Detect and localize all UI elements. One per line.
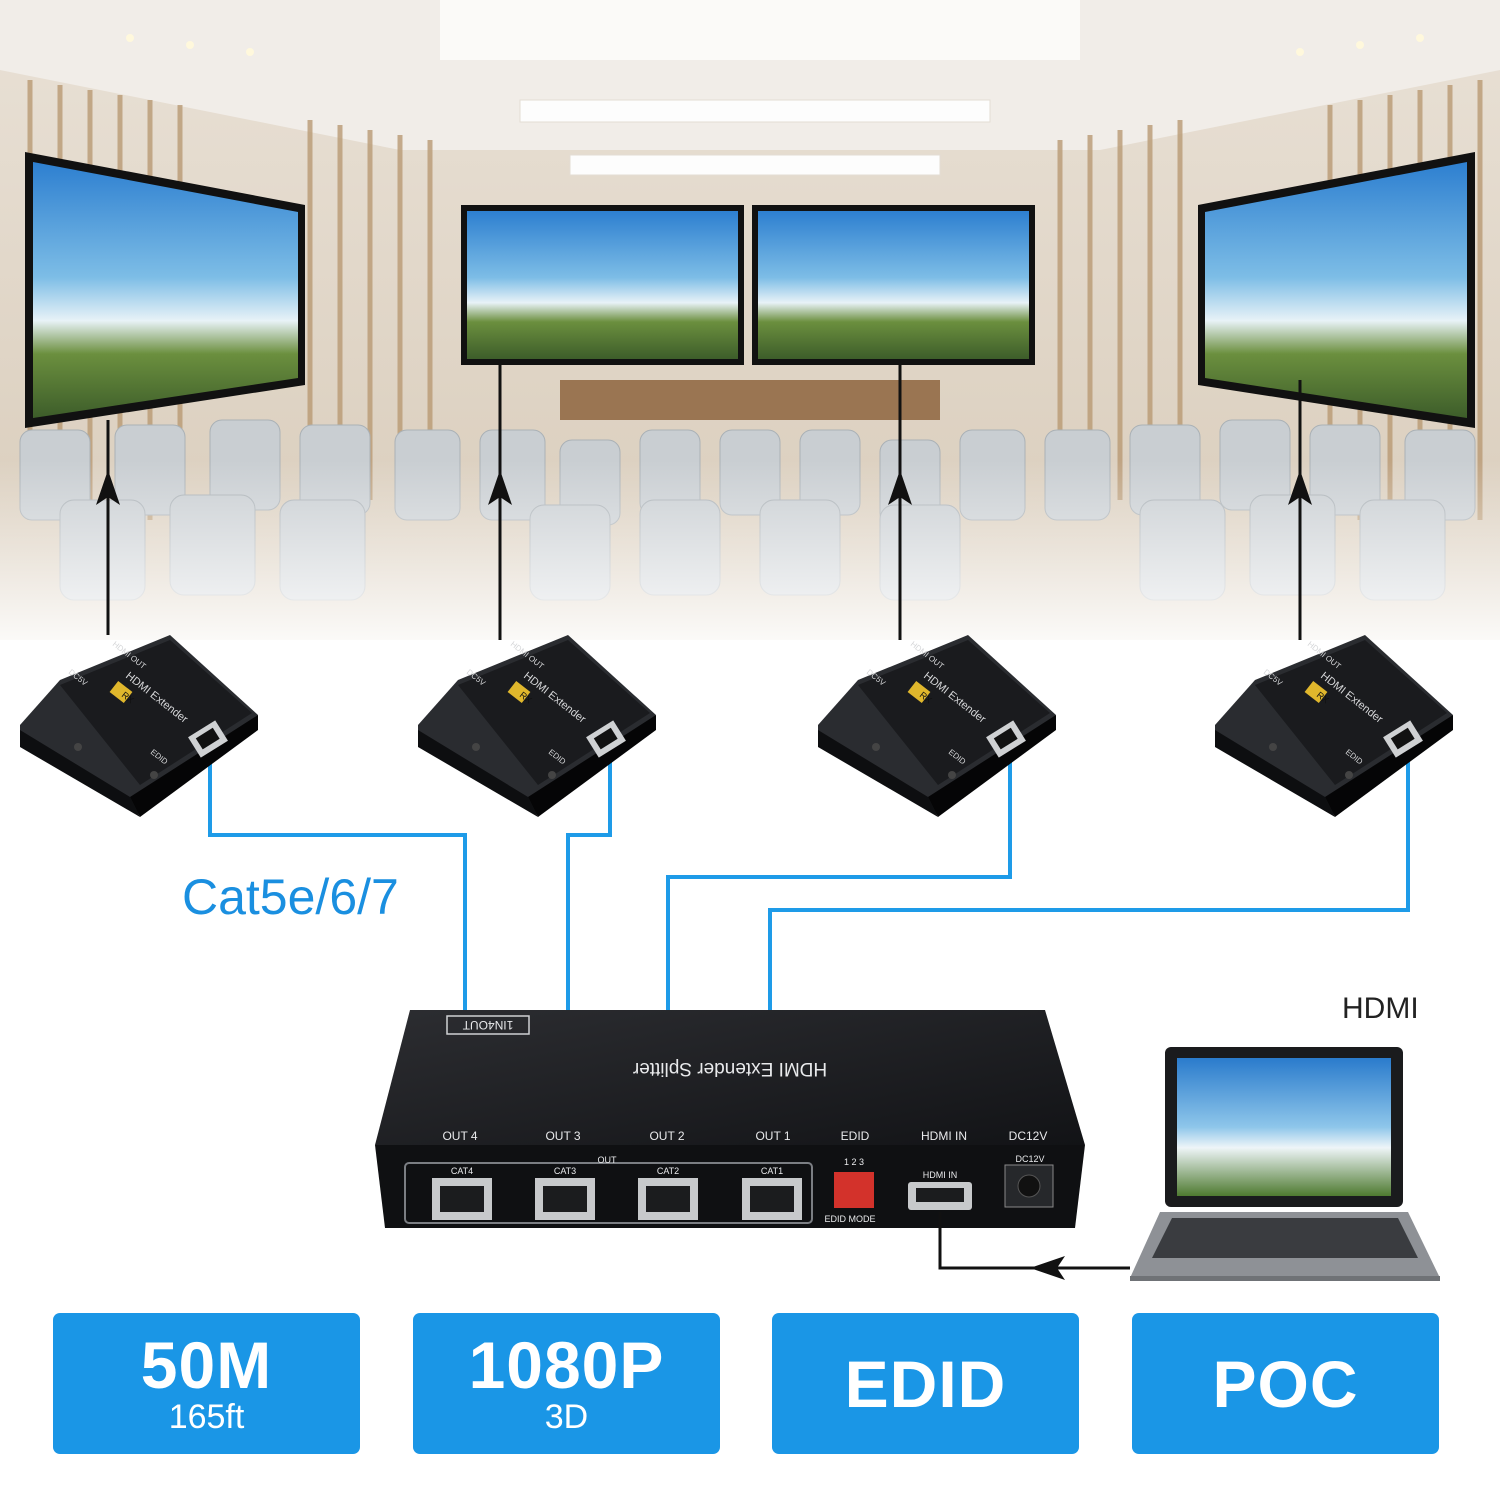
tv-center-right [752,205,1035,365]
feature-badge-distance: 50M 165ft [53,1313,360,1454]
top-port-edid: EDID [841,1129,870,1143]
port-frame [404,1162,813,1224]
out-tag: OUT [598,1155,618,1165]
top-port-out1: OUT 1 [755,1129,790,1143]
cable-type-label: Cat5e/6/7 [182,869,399,925]
source-hdmi-label: HDMI [1342,992,1419,1025]
feature-badge-edid: EDID [772,1313,1079,1454]
top-port-dc: DC12V [1009,1129,1048,1143]
badge-main: 1080P [468,1327,665,1402]
badge-sub: 165ft [168,1397,245,1436]
hdmi-arrows [96,470,1312,505]
feature-badge-poc: POC [1132,1313,1439,1454]
front-port-cat3: CAT3 [554,1166,576,1176]
feature-badge-resolution: 1080P 3D [413,1313,720,1454]
edid-dip-switch [834,1172,874,1208]
top-port-out3: OUT 3 [545,1129,580,1143]
front-port-cat4: CAT4 [451,1166,473,1176]
badge-main: EDID [844,1346,1007,1421]
tv-right [1198,152,1475,428]
source-hdmi-link [938,1212,1130,1270]
splitter-badge: 1IN4OUT [462,1018,513,1032]
hdmi-links [106,365,1302,640]
badge-sub: 3D [544,1397,589,1436]
front-port-cat2: CAT2 [657,1166,679,1176]
badge-main: POC [1212,1346,1359,1421]
source-arrow [1030,1256,1065,1280]
top-port-out4: OUT 4 [442,1129,477,1143]
top-port-out2: OUT 2 [649,1129,684,1143]
splitter-ports [432,1164,1054,1220]
hdmi-in-label: HDMI IN [923,1170,958,1180]
laptop [1130,1047,1440,1281]
tv-center-left [461,205,744,365]
splitter-title: HDMI Extender Splitter [632,1058,827,1079]
model-badge-frame [446,1015,530,1035]
top-port-hdmi-in: HDMI IN [921,1129,967,1143]
edid-digits: 1 2 3 [844,1157,864,1167]
front-port-cat1: CAT1 [761,1166,783,1176]
dc-label: DC12V [1015,1154,1044,1164]
badge-main: 50M [140,1327,273,1402]
tv-left [25,152,305,428]
edid-mode-label: EDID MODE [824,1214,875,1224]
